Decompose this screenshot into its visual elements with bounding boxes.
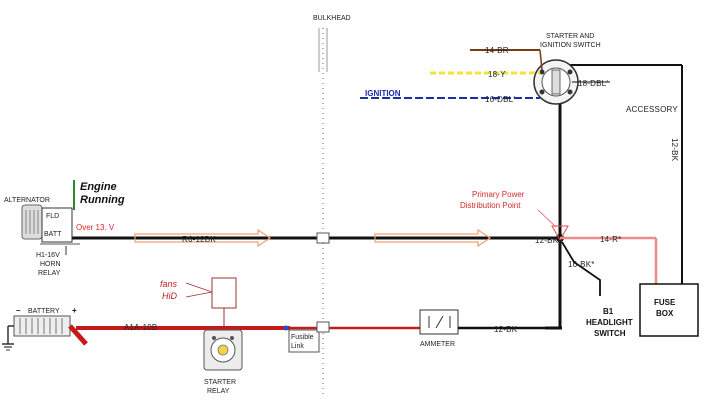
- h1-16v-label: H1-16V: [36, 252, 60, 259]
- battery: BATTERY – +: [2, 306, 77, 351]
- primary-power-label-1: Primary Power: [472, 190, 525, 199]
- bulkhead: BULKHEAD: [313, 15, 351, 395]
- switch-label-1: STARTER AND: [546, 33, 594, 40]
- wire-16bk-label: 16-BK*: [568, 260, 595, 269]
- headlight-switch: 16-BK* B1 HEADLIGHT SWITCH: [561, 241, 633, 338]
- fuse-box: FUSE BOX: [639, 283, 699, 337]
- wire-a1a-label: A1A-10B: [124, 323, 157, 332]
- fld-label: FLD: [46, 213, 59, 220]
- primary-distribution-point: Primary Power Distribution Point 12-BK: [460, 190, 569, 245]
- wire-r6-12bk-label: R6-12BK: [182, 235, 216, 244]
- wire-12bk-bottom-label: 12-BK: [494, 325, 518, 334]
- starter-relay-label-2: RELAY: [207, 388, 230, 395]
- over-voltage-label: Over 13. V: [76, 223, 115, 232]
- switch-label-2: IGNITION SWITCH: [540, 42, 601, 49]
- fuse-box-label-2: BOX: [656, 309, 674, 318]
- wire-14br-label: 14-BR: [485, 46, 509, 55]
- hid-label: HiD: [162, 291, 177, 301]
- relay-label: RELAY: [38, 270, 61, 277]
- ignition-label: IGNITION: [365, 89, 401, 98]
- wire-18dbl-label: 18-DBL': [578, 79, 608, 88]
- flow-arrow-right: [374, 228, 492, 248]
- engine-label-2: Running: [80, 194, 125, 206]
- fuse-box-label-1: FUSE: [654, 298, 676, 307]
- fusible-link: Fusible Link: [288, 321, 330, 353]
- engine-running-note: Engine Running Over 13. V: [73, 180, 125, 232]
- horn-label: HORN: [40, 261, 61, 268]
- primary-power-label-2: Distribution Point: [460, 201, 521, 210]
- starter-relay: STARTER RELAY: [203, 329, 243, 395]
- battery-plus: +: [72, 306, 77, 315]
- bulkhead-label: BULKHEAD: [313, 15, 351, 22]
- fuse-feed-wire: 14-R*: [560, 235, 658, 284]
- engine-label-1: Engine: [80, 181, 117, 193]
- alternator: FLD BATT ALTERNATOR H1-16V HORN RELAY: [4, 197, 80, 277]
- fusible-label-1: Fusible: [291, 334, 314, 341]
- accessory-load-box: fans HiD: [160, 277, 237, 328]
- accessory-label: ACCESSORY: [626, 105, 678, 114]
- flow-arrow-left: [134, 228, 272, 248]
- starter-ignition-switch: STARTER AND IGNITION SWITCH: [533, 33, 601, 105]
- ammeter-label: AMMETER: [420, 341, 455, 348]
- batt-label: BATT: [44, 231, 62, 238]
- bulkhead-connector-bottom: [316, 321, 330, 333]
- battery-minus: –: [16, 306, 21, 315]
- wire-12bk-junction-label: 12-BK: [535, 236, 559, 245]
- fans-label: fans: [160, 279, 178, 289]
- headlight-label-1: HEADLIGHT: [586, 318, 633, 327]
- battery-cable: A1A-10B: [68, 323, 420, 346]
- b1-label: B1: [603, 307, 614, 316]
- switch-input-wires: 14-BR 18-Y 18-DBL' IGNITION 16-DBL': [360, 46, 610, 104]
- main-feed-wire: R6-12BK: [72, 228, 560, 248]
- starter-relay-label-1: STARTER: [204, 379, 236, 386]
- bulkhead-connector-main: [316, 232, 330, 244]
- fusible-label-2: Link: [291, 343, 304, 350]
- wire-16dbl-label: 16-DBL': [485, 95, 515, 104]
- ammeter: AMMETER 12-BK: [419, 309, 548, 348]
- alternator-label: ALTERNATOR: [4, 197, 50, 204]
- wire-18y-label: 18-Y: [488, 70, 506, 79]
- switch-feed-wire: ACCESSORY 12-BK: [545, 64, 683, 330]
- wire-14r-label: 14-R*: [600, 235, 621, 244]
- wire-12bk-accessory-label: 12-BK: [670, 138, 679, 162]
- battery-label: BATTERY: [28, 308, 60, 315]
- headlight-label-2: SWITCH: [594, 329, 626, 338]
